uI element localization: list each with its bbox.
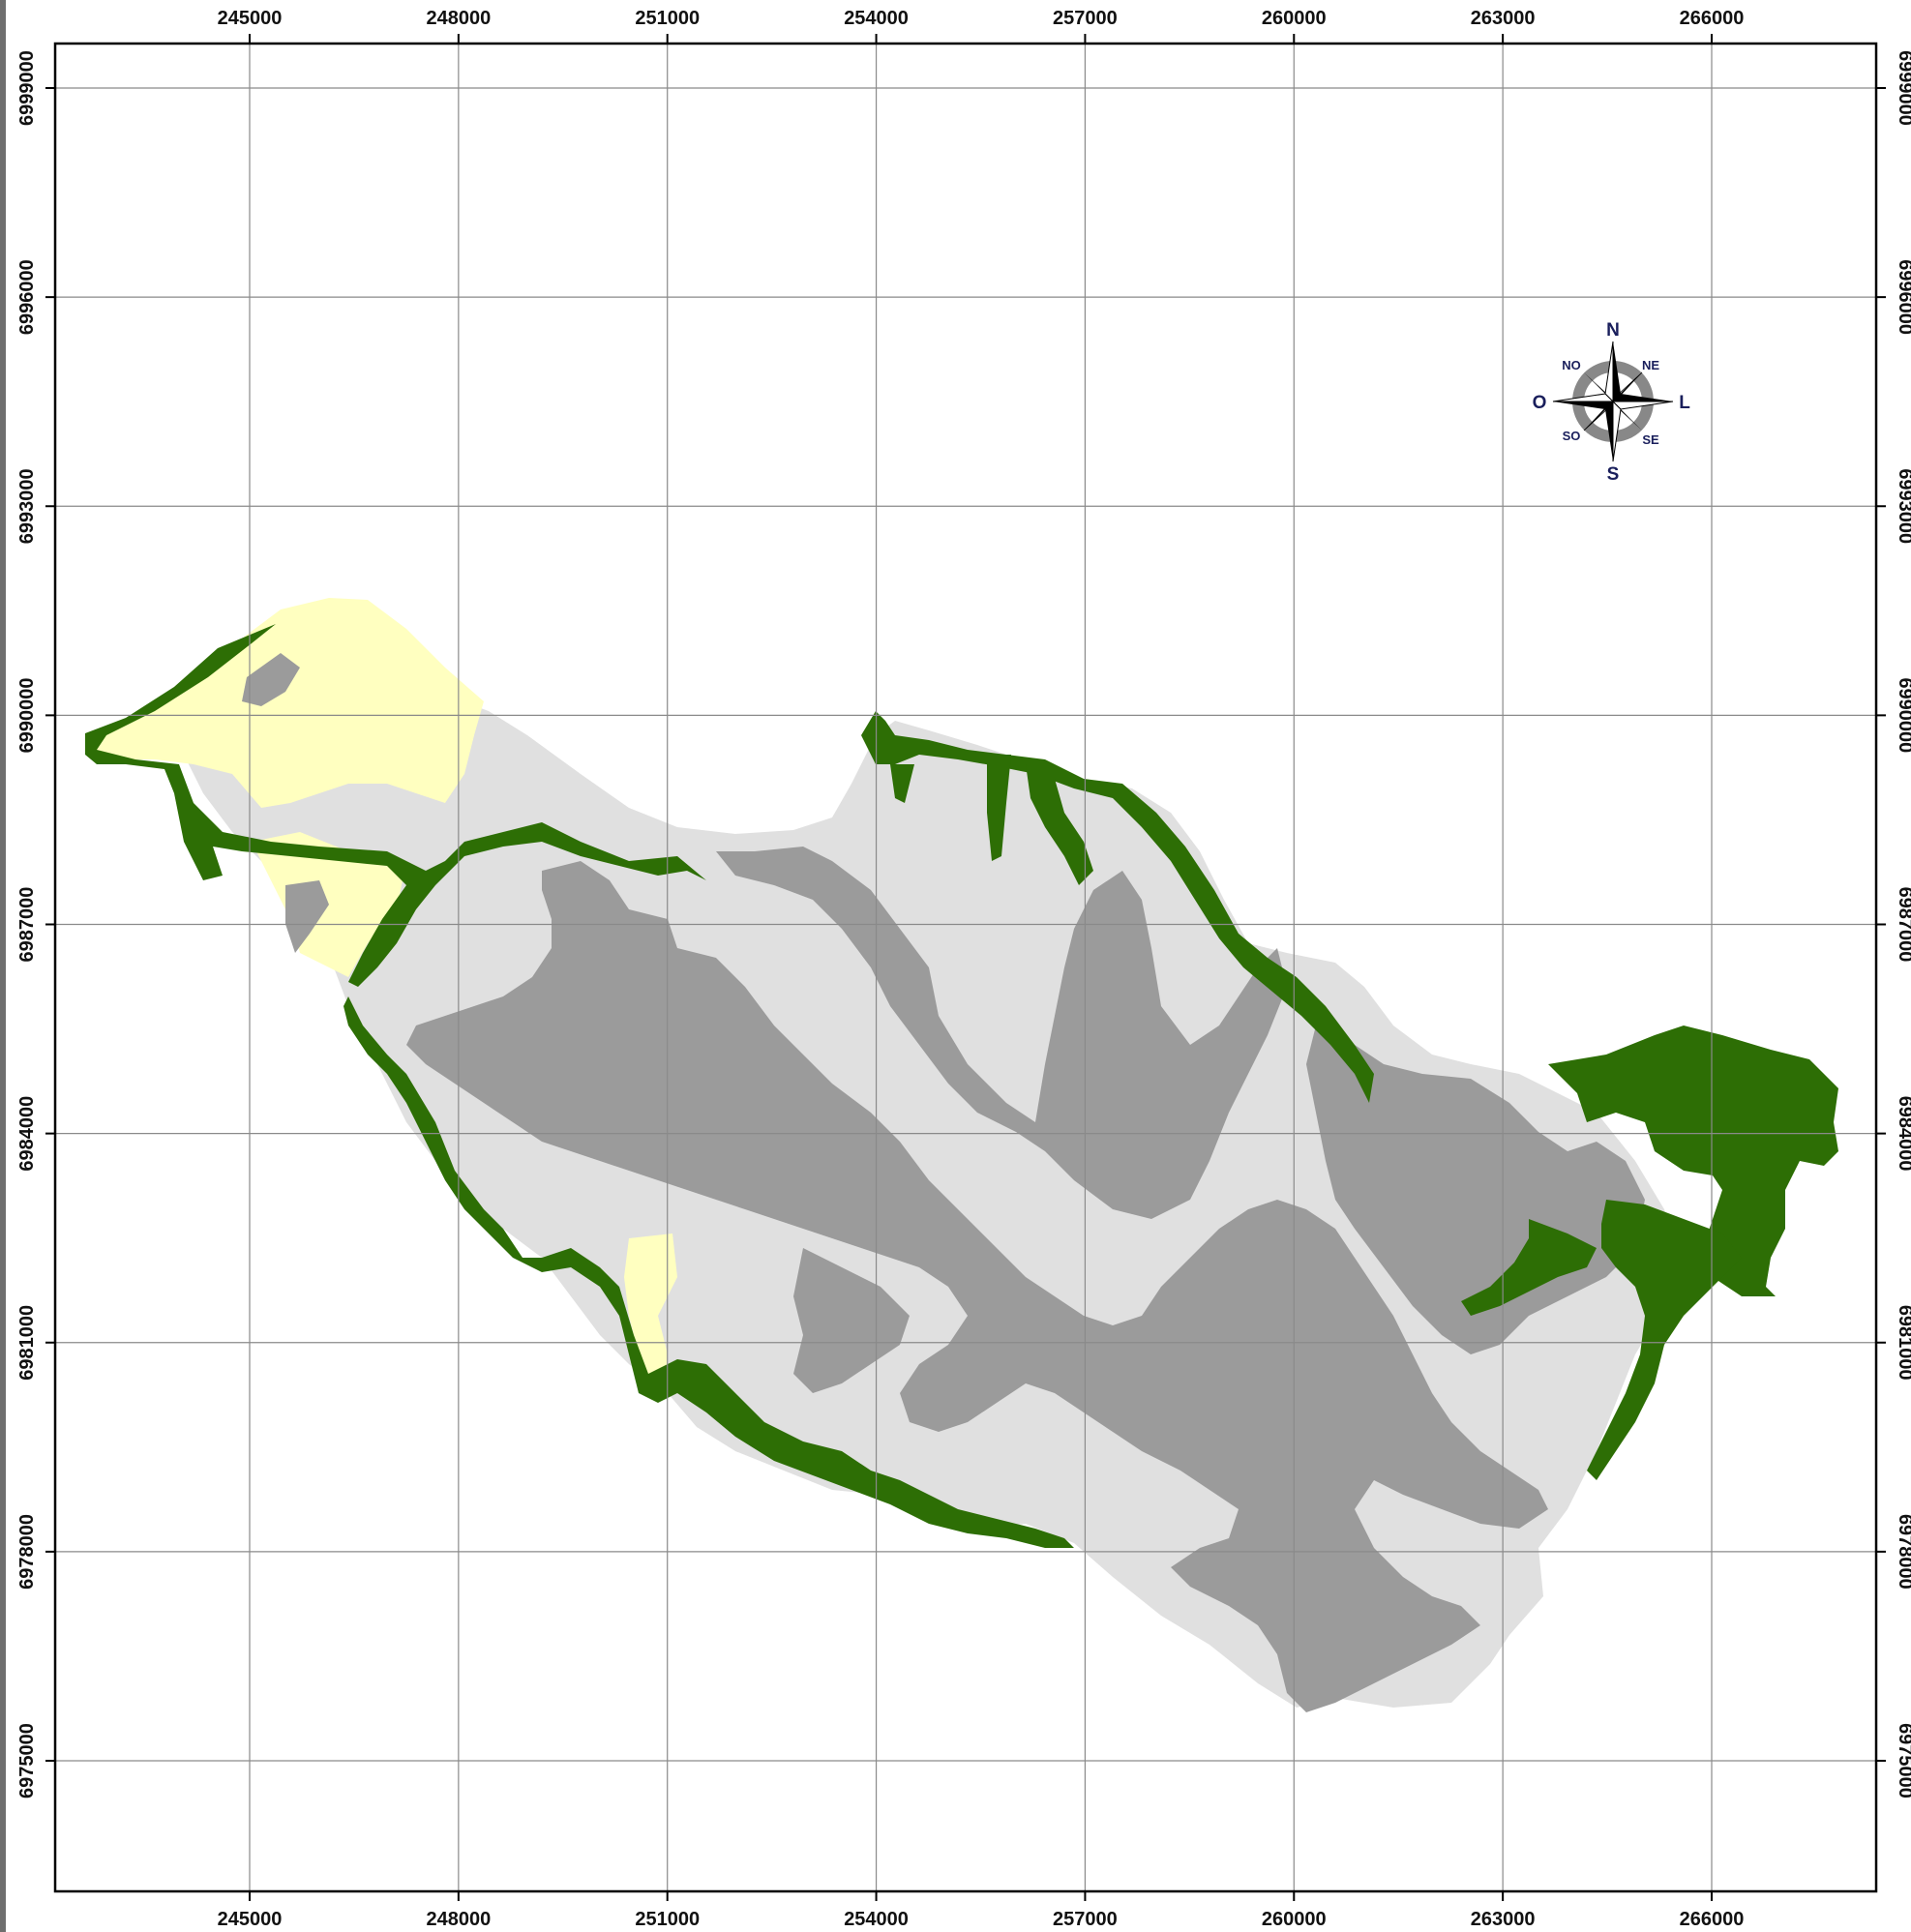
y-tick-label-left: 6993000 (16, 468, 38, 544)
y-tick-label-left: 6987000 (16, 887, 38, 963)
y-tick-label-right: 6975000 (1895, 1723, 1911, 1798)
x-tick-label-bottom: 245000 (218, 1909, 283, 1930)
map-regions (85, 598, 1838, 1712)
compass-label-se: SE (1642, 432, 1659, 447)
ticks (45, 34, 1886, 1901)
y-tick-label-left: 6981000 (16, 1305, 38, 1381)
x-tick-label-bottom: 260000 (1262, 1909, 1327, 1930)
green-region-north-finger-3 (1026, 764, 1093, 885)
dark-gray-region-north-lobe (716, 847, 1287, 1219)
compass-label-o: O (1533, 393, 1547, 413)
compass-point-w-dark (1553, 401, 1613, 409)
compass-label-s: S (1607, 464, 1620, 485)
y-tick-label-left: 6975000 (16, 1723, 38, 1798)
x-tick-label-bottom: 263000 (1471, 1909, 1536, 1930)
green-region-north-rim (861, 711, 1374, 1103)
y-tick-label-left: 6978000 (16, 1514, 38, 1590)
dark-gray-region-southwest (793, 1248, 910, 1393)
x-tick-label-top: 245000 (218, 8, 283, 29)
x-tick-label-bottom: 257000 (1053, 1909, 1118, 1930)
y-tick-label-right: 6984000 (1895, 1096, 1911, 1172)
compass-point-s-dark (1605, 401, 1613, 461)
x-tick-label-bottom: 248000 (426, 1909, 491, 1930)
left-edge-strip (0, 0, 6, 1932)
compass-point-e-dark (1613, 394, 1673, 401)
y-tick-label-left: 6999000 (16, 50, 38, 126)
dark-gray-region-central (406, 861, 1548, 1712)
y-tick-label-right: 6999000 (1895, 50, 1911, 126)
x-tick-label-top: 260000 (1262, 8, 1327, 29)
x-tick-label-top: 257000 (1053, 8, 1118, 29)
compass-label-l: L (1679, 393, 1690, 413)
x-axis-labels-top: 245000 248000 251000 254000 257000 260000 2630… (218, 8, 1745, 29)
x-tick-label-top: 266000 (1680, 8, 1745, 29)
y-axis-labels-right: 6999000 6996000 6993000 6990000 6987000 69840… (1895, 50, 1911, 1798)
y-tick-label-right: 6996000 (1895, 259, 1911, 335)
dark-gray-islet-northwest (242, 653, 300, 706)
x-tick-label-bottom: 254000 (844, 1909, 909, 1930)
yellow-region-northwest (97, 598, 484, 808)
green-region-north-finger-2 (987, 755, 1011, 861)
compass-rose: N S L O NE NO SE SO (1533, 320, 1691, 485)
green-region-east-middle (1587, 1200, 1742, 1480)
x-tick-label-top: 251000 (635, 8, 700, 29)
y-tick-label-right: 6981000 (1895, 1305, 1911, 1381)
green-region-east-upper (1548, 1025, 1838, 1296)
y-tick-label-left: 6990000 (16, 677, 38, 753)
y-tick-label-right: 6978000 (1895, 1514, 1911, 1590)
y-axis-labels-left: 6999000 6996000 6993000 6990000 6987000 69840… (16, 50, 38, 1798)
compass-label-so: SO (1563, 429, 1581, 443)
y-tick-label-left: 6996000 (16, 259, 38, 335)
yellow-region-south (624, 1234, 677, 1393)
green-region-north-finger-1 (890, 764, 914, 803)
compass-label-n: N (1606, 320, 1620, 341)
grid (55, 44, 1876, 1891)
dark-gray-islet-west (285, 880, 329, 953)
compass-label-ne: NE (1642, 358, 1659, 372)
green-region-northwest-coast (85, 624, 706, 987)
map-frame (53, 42, 1878, 1893)
green-region-east-branch (1461, 1219, 1597, 1316)
x-tick-label-top: 248000 (426, 8, 491, 29)
y-tick-label-right: 6990000 (1895, 677, 1911, 753)
x-tick-label-bottom: 266000 (1680, 1909, 1745, 1930)
y-tick-label-right: 6993000 (1895, 468, 1911, 544)
y-tick-label-left: 6984000 (16, 1096, 38, 1172)
compass-label-no: NO (1562, 358, 1581, 372)
compass-point-n-dark (1613, 342, 1621, 401)
x-tick-label-top: 263000 (1471, 8, 1536, 29)
x-axis-labels-bottom: 245000 248000 251000 254000 257000 260000 2630… (218, 1909, 1745, 1930)
x-tick-label-top: 254000 (844, 8, 909, 29)
y-tick-label-right: 6987000 (1895, 887, 1911, 963)
x-tick-label-bottom: 251000 (635, 1909, 700, 1930)
